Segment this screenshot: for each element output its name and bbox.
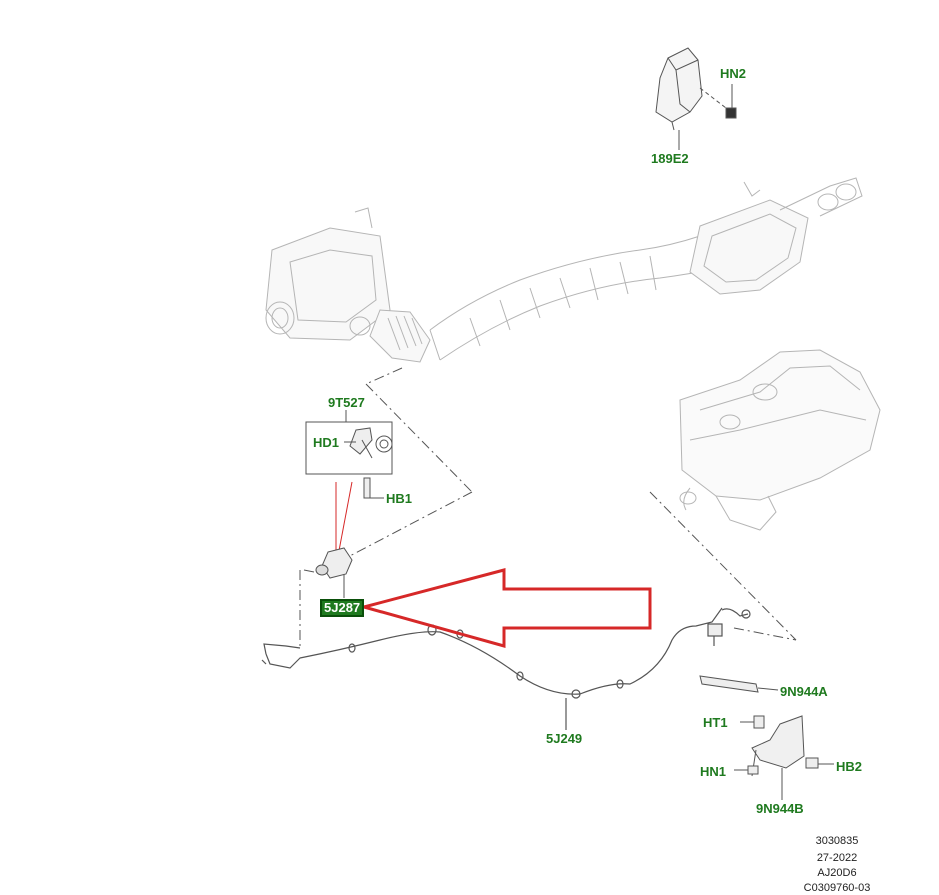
sensor-drawing — [303, 547, 353, 598]
wiring-harness-drawing — [261, 607, 751, 730]
callout-5j249: 5J249 — [546, 731, 583, 746]
exhaust-system-drawing — [265, 177, 863, 363]
reference-line-4: C0309760-03 — [803, 882, 871, 894]
reference-line-3: AJ20D6 — [817, 867, 857, 879]
callout-9n944a: 9N944A — [780, 684, 828, 699]
callout-hn1: HN1 — [700, 764, 727, 779]
callout-hb1: HB1 — [386, 491, 413, 506]
callout-5j287[interactable]: 5J287 — [319, 599, 365, 617]
leader-lines — [299, 367, 797, 648]
red-pointer-arrow — [358, 568, 652, 648]
callout-hd1: HD1 — [313, 435, 340, 450]
callout-189e2: 189E2 — [651, 151, 689, 166]
nut-icon — [725, 107, 737, 119]
reference-line-1: 3030835 — [815, 835, 859, 847]
callout-9n944b: 9N944B — [756, 801, 804, 816]
callout-hb2: HB2 — [836, 759, 863, 774]
callout-ht1: HT1 — [703, 715, 728, 730]
reference-line-2: 27-2022 — [816, 852, 858, 864]
heat-shield-drawing — [655, 47, 737, 150]
callout-hn2: HN2 — [720, 66, 747, 81]
callout-9t527: 9T527 — [328, 395, 365, 410]
fuel-tank-drawing — [679, 349, 881, 531]
bracket-drawing — [699, 675, 834, 800]
kit-box-9t527 — [305, 410, 393, 557]
